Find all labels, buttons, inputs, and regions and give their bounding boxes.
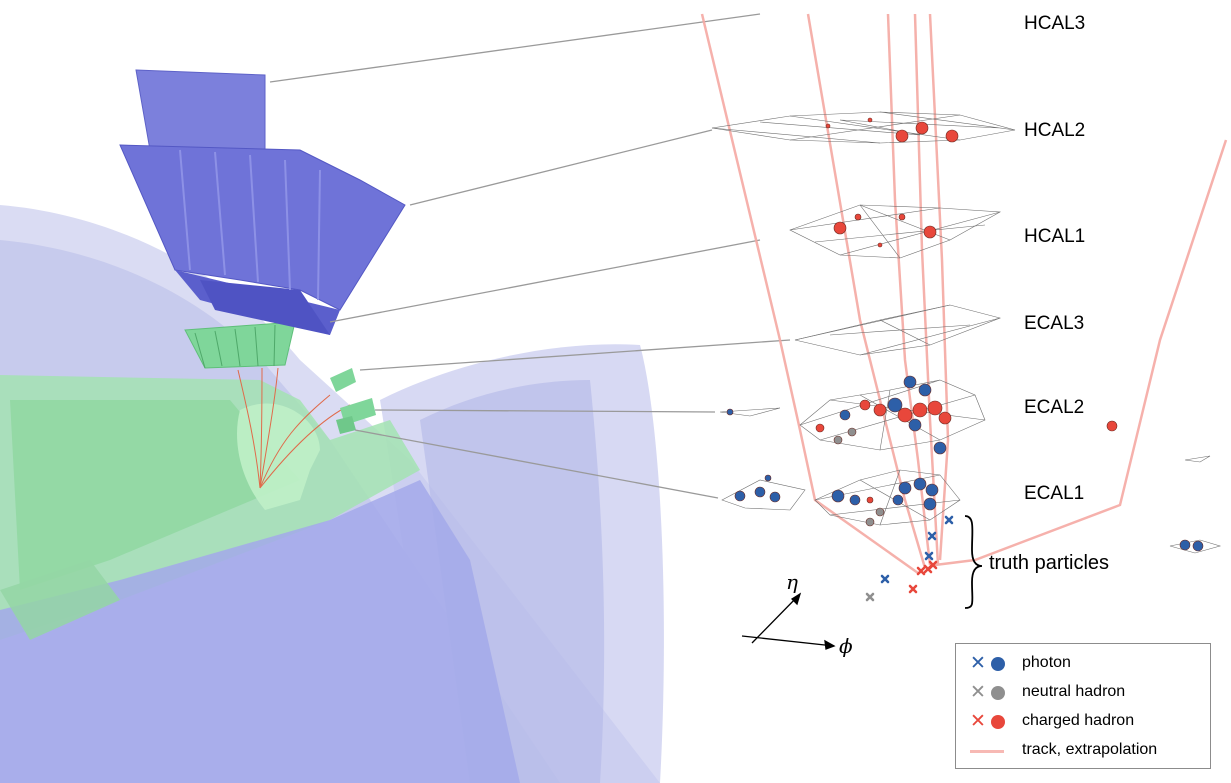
truth-photon-markers [880,515,954,584]
track-line-1 [700,13,919,575]
ecal2-graph [719,379,1211,463]
label-ecal3: ECAL3 [1024,313,1085,334]
dot-marker-icon [991,715,1005,729]
hcal-barrel-lower [0,480,520,783]
hcal-modules [119,69,406,335]
hcal2-graph [711,111,1016,144]
phi-axis-label: ϕ [839,634,853,658]
connector-lines [269,13,791,499]
beam-pipe [0,560,120,640]
eta-phi-axes [741,592,836,650]
label-ecal1: ECAL1 [1024,483,1085,504]
layer-graphs [711,111,1222,554]
truth-neutral-markers [865,592,875,602]
label-ecal2: ECAL2 [1024,397,1085,418]
dot-marker-icon [991,686,1005,700]
ecal-barrel-inner [10,400,300,590]
ecal2-hits [726,375,1118,455]
detector-3d-view [0,69,664,783]
legend: ✕ photon ✕ neutral hadron ✕ charged hadr… [955,643,1211,769]
track-extrapolations [700,13,1228,575]
cross-marker-icon: ✕ [970,682,986,703]
legend-item-charged-hadron: ✕ charged hadron [956,711,1210,735]
shower-tracks [237,367,351,489]
track-line-icon [970,750,1004,753]
legend-label: charged hadron [1022,712,1135,729]
hcal1-hits [833,213,937,248]
ecal3-graph [794,304,1001,356]
legend-label: track, extrapolation [1022,741,1158,758]
hcal1-graph [789,204,1002,259]
hcal2-hits [825,117,959,143]
legend-item-neutral-hadron: ✕ neutral hadron [956,682,1210,706]
ecal1-graph [721,469,1222,554]
layer-hits [726,117,1204,552]
label-hcal3: HCAL3 [1024,13,1086,34]
track-line-6 [934,139,1228,567]
cross-marker-icon: ✕ [970,711,986,732]
track-line-3 [886,13,932,566]
legend-label: neutral hadron [1022,683,1126,700]
label-hcal1: HCAL1 [1024,226,1086,247]
label-hcal2: HCAL2 [1024,120,1086,141]
track-line-5 [928,13,950,561]
truth-particles-label: truth particles [989,552,1110,574]
legend-label: photon [1022,654,1071,671]
truth-charged-markers [908,560,938,594]
legend-item-track: track, extrapolation [956,740,1210,764]
ecal1-hits [734,474,1204,552]
cross-marker-icon: ✕ [970,653,986,674]
legend-item-photon: ✕ photon [956,653,1210,677]
dot-marker-icon [991,657,1005,671]
ecal-endcap-disc [237,403,320,510]
ecal-modules [184,321,376,434]
eta-axis-label: η [786,570,798,594]
truth-particles [865,515,954,602]
truth-brace [964,515,983,609]
